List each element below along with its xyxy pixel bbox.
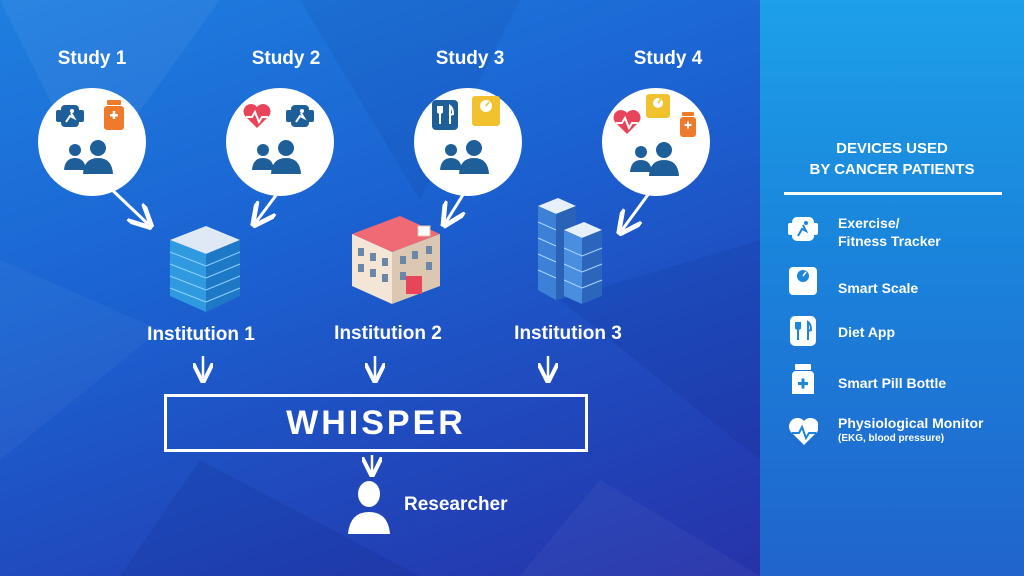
legend-item-physiological-monitor: Physiological Monitor (EKG, blood pressu… bbox=[838, 415, 984, 444]
heart-monitor-icon bbox=[613, 110, 641, 134]
diet-app-icon bbox=[790, 316, 816, 346]
legend-item-diet-app: Diet App bbox=[838, 324, 896, 340]
study-3-title: Study 3 bbox=[435, 48, 505, 69]
people-icon bbox=[630, 142, 679, 176]
heart-monitor-icon bbox=[243, 104, 271, 128]
legend-item-smart-scale: Smart Scale bbox=[838, 280, 919, 296]
fitness-tracker-icon bbox=[286, 105, 314, 127]
study-2-title: Study 2 bbox=[251, 48, 321, 69]
pill-bottle-icon bbox=[104, 100, 124, 130]
smart-scale-icon bbox=[646, 94, 670, 118]
study-2-bubble bbox=[226, 88, 334, 196]
tower-building-icon bbox=[537, 198, 603, 304]
study-4-bubble bbox=[602, 88, 710, 196]
arrow-study4-institution3 bbox=[622, 191, 652, 230]
whisper-label: WHISPER bbox=[286, 403, 466, 442]
pill-bottle-icon bbox=[792, 364, 814, 394]
diet-app-icon bbox=[432, 100, 458, 130]
study-1-bubble bbox=[38, 88, 146, 196]
people-icon bbox=[252, 140, 301, 174]
person-icon bbox=[348, 481, 390, 534]
fitness-tracker-icon bbox=[788, 217, 818, 241]
study-1-title: Study 1 bbox=[57, 48, 127, 69]
institution-1-label: Institution 1 bbox=[147, 324, 255, 345]
fitness-tracker-icon bbox=[56, 105, 84, 127]
legend-item-pill-bottle: Smart Pill Bottle bbox=[838, 375, 947, 391]
institution-2-label: Institution 2 bbox=[334, 323, 442, 344]
legend-title-line2: BY CANCER PATIENTS bbox=[809, 161, 975, 178]
smart-scale-icon bbox=[472, 96, 500, 126]
whisper-box: WHISPER bbox=[164, 394, 588, 452]
study-3-bubble bbox=[414, 88, 522, 196]
legend-title-line1: DEVICES USED bbox=[836, 140, 948, 157]
legend-divider bbox=[784, 192, 1002, 195]
pill-bottle-icon bbox=[680, 112, 696, 137]
hospital-building-icon bbox=[352, 216, 440, 304]
institution-3-label: Institution 3 bbox=[514, 323, 622, 344]
study-4-title: Study 4 bbox=[633, 48, 703, 69]
smart-scale-icon bbox=[789, 267, 817, 295]
legend-item-fitness-tracker: Exercise/ Fitness Tracker bbox=[838, 215, 941, 249]
legend-title: DEVICES USED BY CANCER PATIENTS bbox=[760, 138, 1024, 180]
device-legend-panel: DEVICES USED BY CANCER PATIENTS Exercise… bbox=[760, 0, 1024, 576]
office-building-icon bbox=[169, 226, 241, 312]
people-icon bbox=[440, 140, 489, 174]
people-icon bbox=[64, 140, 113, 174]
researcher-label: Researcher bbox=[404, 494, 508, 515]
heart-monitor-icon bbox=[789, 418, 818, 445]
